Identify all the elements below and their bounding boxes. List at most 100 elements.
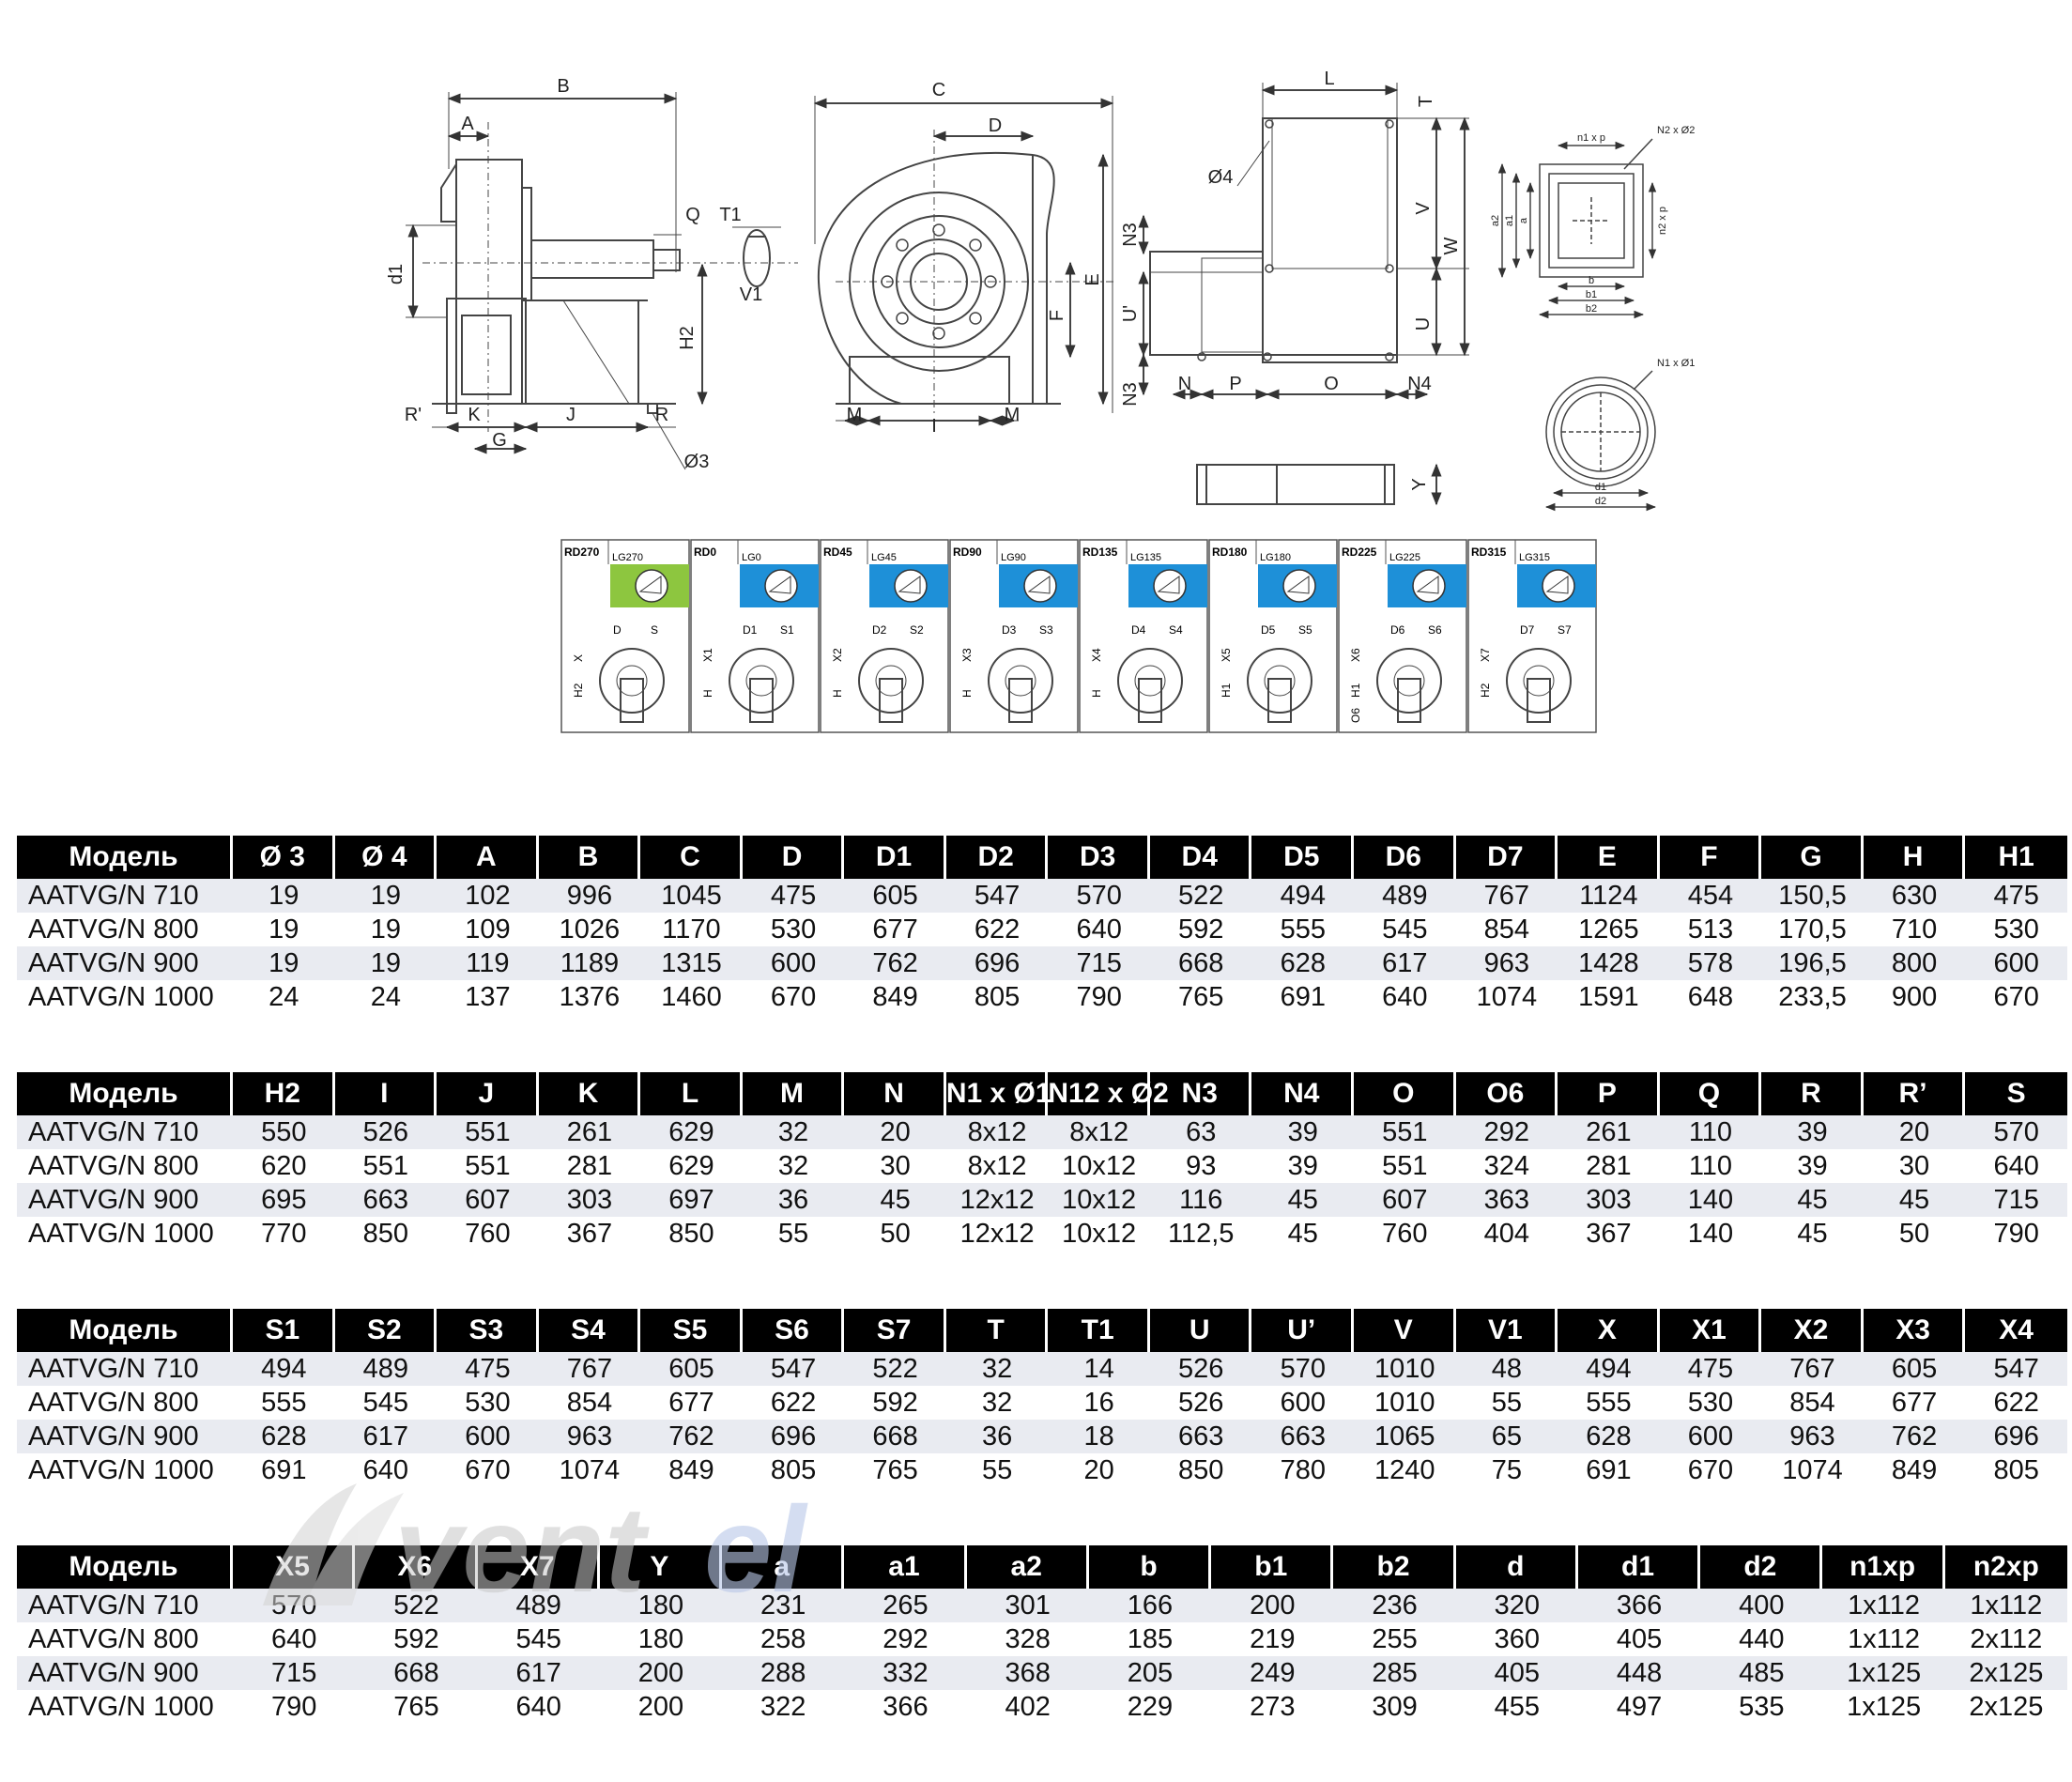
value-cell: 715 (1965, 1183, 2067, 1217)
value-cell: 200 (1211, 1589, 1334, 1622)
position-rd-label: RD315 (1471, 545, 1507, 559)
value-cell: 578 (1659, 946, 1762, 980)
value-cell: 32 (742, 1115, 845, 1149)
position-dim-label: S7 (1558, 623, 1572, 637)
value-cell: 180 (637, 1623, 684, 1654)
value-cell: 65 (1455, 1420, 1558, 1453)
value-cell: 696 (1965, 1420, 2067, 1453)
value-cell: 1x125 (1847, 1691, 1922, 1722)
value-cell: 530 (1687, 1387, 1734, 1418)
value-cell: 668 (1149, 946, 1252, 980)
value-cell: 18 (1048, 1420, 1150, 1453)
position-dim-label: H (960, 689, 974, 698)
value-cell: 551 (465, 1150, 511, 1181)
position-dim-label: S2 (910, 623, 924, 637)
fan-outlet-icon (638, 576, 662, 594)
value-cell: 622 (770, 1387, 817, 1418)
dim-label-b2: b2 (1586, 303, 1597, 315)
position-dim-label: D6 (1390, 623, 1405, 637)
dim-label-H2: H2 (677, 326, 698, 350)
position-lg-label: LG315 (1519, 552, 1550, 563)
value-cell: 19 (269, 914, 299, 945)
column-header: Q (1659, 1072, 1762, 1115)
dim-label-A: A (461, 114, 474, 134)
column-header: S6 (742, 1309, 845, 1352)
fan-motor-sketch (1138, 678, 1162, 723)
value-cell: 30 (1898, 1150, 1930, 1181)
position-lg-label: LG180 (1260, 552, 1291, 563)
value-cell: 854 (1789, 1387, 1835, 1418)
value-cell: 963 (1761, 1420, 1864, 1453)
dim-label-N4: N4 (1407, 374, 1432, 394)
value-cell: 605 (640, 1352, 743, 1386)
column-header: Ø 3 (233, 836, 335, 879)
value-cell: 196,5 (1761, 946, 1864, 980)
value-cell: 32 (981, 1387, 1013, 1418)
value-cell: 200 (637, 1691, 684, 1722)
column-header: D (742, 836, 845, 879)
value-cell: 328 (1005, 1623, 1051, 1654)
value-cell: 617 (1354, 946, 1456, 980)
value-cell: 75 (1491, 1454, 1522, 1485)
value-cell: 715 (1048, 946, 1150, 980)
dim-label-a2: a2 (1490, 215, 1501, 226)
fan-rotation-icon (894, 569, 928, 603)
fan-motor-sketch (1397, 678, 1421, 723)
value-cell: 140 (1659, 1183, 1762, 1217)
value-cell: 55 (1491, 1387, 1522, 1418)
value-cell: 628 (233, 1420, 335, 1453)
position-dim-label: S4 (1169, 623, 1183, 637)
dim-label-R: R (655, 405, 668, 425)
position-dim-label: D1 (743, 623, 758, 637)
column-header: X1 (1659, 1309, 1762, 1352)
value-cell: 555 (261, 1387, 307, 1418)
position-dim-label: H1 (1349, 683, 1362, 698)
value-cell: 805 (770, 1454, 817, 1485)
position-lg-label: LG225 (1389, 552, 1420, 563)
value-cell: 770 (261, 1218, 307, 1249)
position-dim-label: X3 (960, 648, 974, 662)
dim-label-R-prime: R' (405, 405, 422, 425)
position-lg-label: LG0 (742, 552, 761, 563)
value-cell: 600 (1659, 1420, 1762, 1453)
value-cell: 670 (770, 981, 817, 1012)
model-column-header: Модель (17, 1545, 233, 1589)
value-cell: 405 (1455, 1656, 1578, 1690)
value-cell: 765 (393, 1691, 439, 1722)
value-cell: 790 (1993, 1218, 2039, 1249)
position-dim-label: H (1090, 689, 1103, 698)
value-cell: 110 (1688, 1150, 1733, 1181)
value-cell: 617 (334, 1420, 437, 1453)
dim-label-E: E (1082, 273, 1103, 285)
value-cell: 760 (1382, 1218, 1428, 1249)
dim-label-B: B (557, 76, 569, 97)
dim-label-W: W (1441, 237, 1462, 254)
value-cell: 1074 (1782, 1454, 1843, 1485)
column-header: a (722, 1545, 845, 1589)
value-cell: 555 (1280, 914, 1326, 945)
position-dim-label: H (701, 689, 714, 698)
value-cell: 494 (1251, 879, 1355, 913)
column-header: L (640, 1072, 743, 1115)
column-header: a1 (844, 1545, 967, 1589)
value-cell: 360 (1494, 1623, 1540, 1654)
value-cell: 849 (872, 981, 918, 1012)
value-cell: 170,5 (1778, 914, 1847, 945)
column-header: d (1455, 1545, 1578, 1589)
dim-label-V1: V1 (740, 284, 762, 305)
dim-label-a: a (1518, 217, 1529, 223)
value-cell: 640 (270, 1623, 317, 1654)
value-cell: 324 (1483, 1150, 1530, 1181)
dim-label-o3: Ø3 (684, 452, 710, 472)
column-header: Y (599, 1545, 723, 1589)
fan-housing-sketch (729, 648, 794, 714)
dim-label-U-prime: U' (1120, 305, 1141, 322)
value-cell: 367 (566, 1218, 613, 1249)
value-cell: 900 (1891, 981, 1938, 1012)
model-name-cell: AATVG/N 1000 (28, 1454, 214, 1485)
column-header: T1 (1048, 1309, 1150, 1352)
value-cell: 545 (515, 1623, 561, 1654)
